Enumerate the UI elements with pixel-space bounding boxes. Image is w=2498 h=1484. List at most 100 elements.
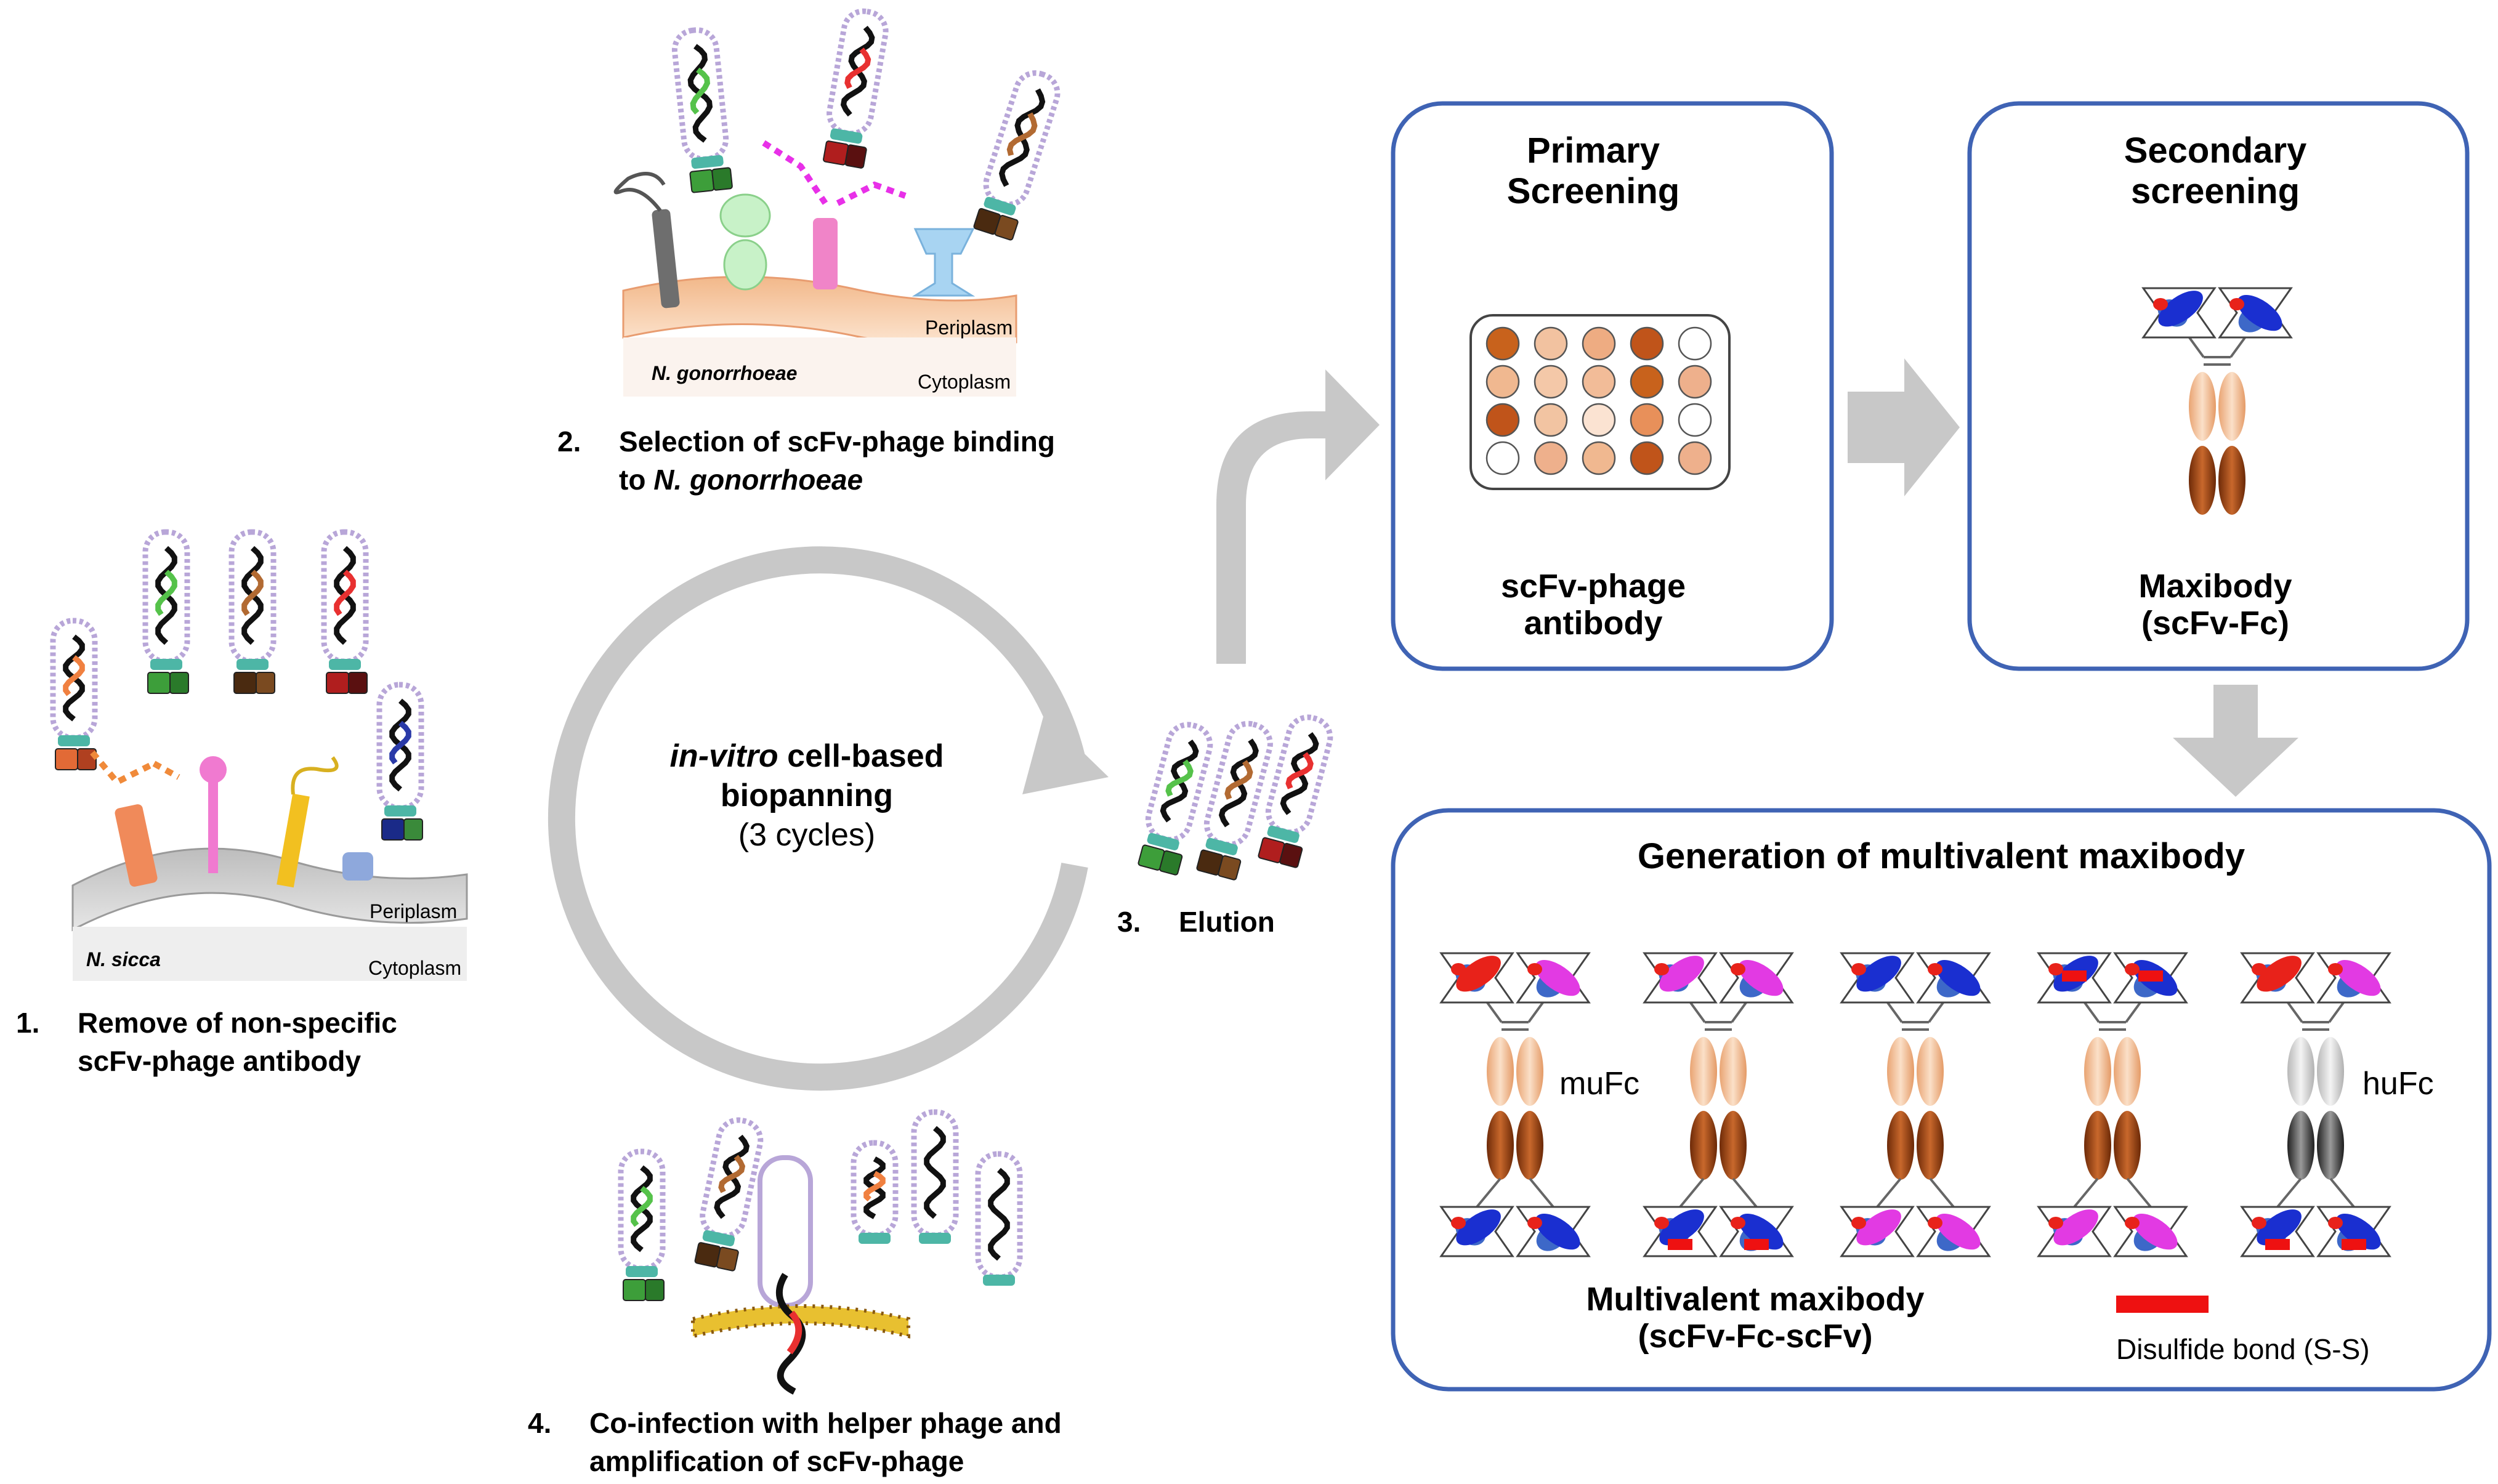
step2-caption: 2. Selection of scFv-phage binding to N.… [557,422,1055,499]
maxibody-scfv-tl-vh [2158,291,2203,327]
phage-s1-d [321,529,369,694]
multivalent-box [1391,808,2492,1392]
injected-dna [775,1273,806,1395]
mvmb-1-mufc-scfv-tl-vh [1456,956,1501,992]
phage-s4-c-insert [863,1171,886,1202]
primary-title-line2: Screening [1506,171,1680,211]
step1-line1: Remove of non-specific [78,1007,397,1039]
mufc-label: muFc [1559,1066,1639,1102]
plate-well-r2-c5 [1678,365,1712,399]
plate-well-r1-c1 [1485,326,1520,361]
phage-s4-b-insert [718,1155,746,1193]
phage-s4-c [851,1140,899,1244]
injected-insert [786,1310,802,1355]
plate-well-r1-c4 [1630,326,1664,361]
mvmb-1-mufc-scfv-br-cdr [1527,1217,1542,1229]
mvmb-2-scfv-tl-vh [1659,956,1704,992]
mvmb-5-hufc-scfv-bl-vh [2257,1209,2302,1246]
phage-s1-a [50,618,98,770]
phage-s1-e-vl [403,818,423,841]
mvmb-4-scfv-bl-cdr [2048,1217,2063,1229]
phage-s2-c-vl [994,215,1019,241]
phage-s1-a-tail [58,735,90,746]
phage-s4-c-tail [859,1233,891,1244]
phage-s4-helper-b [975,1151,1023,1286]
plate-well-r2-c4 [1630,365,1664,399]
phage-s1-d-vl [348,672,368,694]
phage-s4-b-vl [716,1246,739,1272]
gono-receptor-green-body [723,239,767,291]
phage-s2-b-insert [844,47,871,89]
mvmb-1-mufc-ch3-l [1487,1111,1514,1180]
phage-s1-e-insert [389,720,411,765]
phage-s4-a-vl [645,1279,665,1301]
step1-line2: scFv-phage antibody [78,1045,362,1077]
plate-well-r4-c3 [1582,441,1616,475]
mvmb-3-linker-bl [1876,1177,1902,1208]
step2-number: 2. [557,425,581,458]
gonorrhoeae-cytoplasm [623,337,1016,397]
mvmb-4-scfv-bl-vh [2053,1209,2098,1246]
mvmb-2-linker-bl [1679,1177,1705,1208]
multivalent-label-line1: Multivalent maxibody [1586,1281,1925,1318]
mvmb-1-mufc-linker-bl [1476,1177,1502,1208]
secondary-box [1967,101,2470,671]
maxibody-scfv-tr-cdr [2229,298,2244,310]
mvmb-5-hufc-scfv-tr-cdr [2328,963,2343,975]
maxibody-ch2-l [2189,372,2216,441]
phage-s3-c-insert [1285,752,1314,789]
sicca-receptor-pink-stem [208,781,218,873]
disulfide-legend-label: Disulfide bond (S-S) [2116,1333,2370,1365]
phage-s2-b-vh [823,140,849,166]
phage-s4-helper-b-dna [988,1167,1010,1261]
cycle-arrowhead [1022,714,1109,794]
maxibody-ch3-r [2218,446,2245,515]
plate-well-r3-c5 [1678,403,1712,437]
mvmb-5-hufc-ch3-r [2317,1111,2344,1180]
mvmb-3-scfv-tl-cdr [1851,963,1866,975]
phage-s1-b-tail [150,659,182,670]
cycle-italic: in-vitro [669,738,778,774]
phage-s1-d-vh [326,672,349,694]
mvmb-1-mufc-linker-br [1529,1177,1554,1208]
sicca-periplasm-label: Periplasm [370,900,458,922]
phage-s3-a [1138,722,1213,876]
phage-s4-helper-a-dna [924,1126,946,1219]
plate-well-r3-c4 [1630,403,1664,437]
mvmb-2-ch2-r [1720,1037,1747,1106]
phage-s1-e-tail [384,805,416,817]
mvmb-3-scfv-tl-vh [1856,956,1901,992]
mvmb-2-scfv-br-vh [1738,1214,1784,1250]
mvmb-5-hufc-scfv-br-vh [2335,1214,2381,1250]
mvmb-4-ch2-l [2084,1037,2111,1106]
phage-s4-helper-a [911,1109,959,1244]
gono-receptor-pink [813,218,838,289]
step3-caption: 3. Elution [1117,903,1275,941]
phage-s4-b [694,1117,764,1272]
mvmb-3-scfv-bl-vh [1856,1209,1901,1246]
disulfide-legend-bar [2116,1296,2209,1313]
plate-frame [1469,314,1731,490]
mvmb-5-hufc-ch2-r [2317,1037,2344,1106]
phage-s4-helper-b-tail [983,1275,1015,1286]
infecting-phage [758,1155,813,1308]
mvmb-1-mufc-scfv-br-vh [1535,1214,1580,1250]
mvmb-2-ch3-l [1690,1111,1717,1180]
phage-s4-b-tail [702,1230,735,1246]
plate-well-r3-c2 [1534,403,1568,437]
sicca-receptor-yellow [277,793,310,888]
phage-s3-a-tail [1147,833,1179,850]
secondary-label-line2: (scFv-Fc) [2141,605,2290,642]
phage-s2-a-insert [690,67,711,115]
multivalent-label: Multivalent maxibody (scFv-Fc-scFv) [1503,1281,2008,1355]
mvmb-4-ss-tr [2138,970,2163,982]
phage-s3-c-vl [1279,842,1303,868]
mvmb-4-scfv-tr-cdr [2125,963,2140,975]
phage-s4-a [618,1148,666,1301]
phage-s3-c-tail [1267,825,1300,843]
mvmb-4-ss-tl [2062,970,2087,982]
step3-number: 3. [1117,906,1141,938]
maxibody-ch2-r [2218,372,2245,441]
secondary-label: Maxibody (scFv-Fc) [2015,568,2415,642]
phage-s1-c-insert [241,570,264,616]
